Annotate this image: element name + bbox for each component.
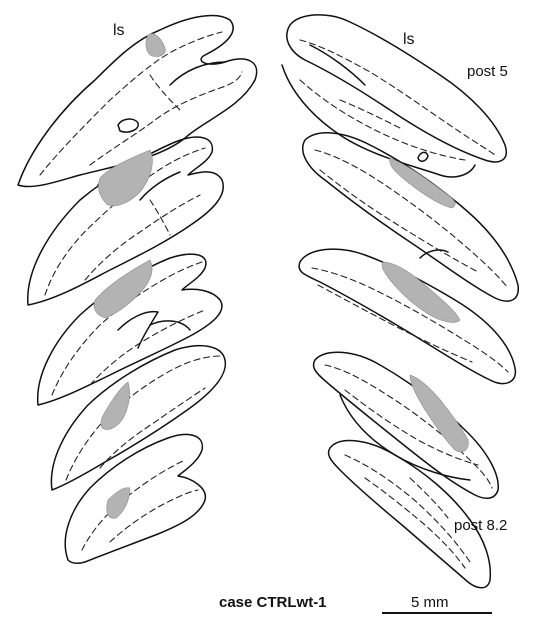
lesion-left-1 — [146, 34, 165, 57]
label-post-start: post 5 — [467, 63, 508, 80]
case-title: case CTRLwt-1 — [219, 594, 327, 611]
label-ls-right: ls — [403, 31, 415, 49]
scale-label: 5 mm — [411, 594, 449, 611]
label-ls-left: ls — [113, 22, 125, 40]
left-section-5 — [65, 434, 205, 563]
lesion-left-3 — [94, 260, 152, 318]
lesion-left-5 — [107, 488, 130, 519]
left-section-4 — [51, 346, 225, 490]
right-section-4 — [313, 352, 498, 498]
lesion-right-4 — [410, 375, 468, 452]
lesion-right-3 — [382, 262, 460, 322]
lesion-left-2 — [98, 150, 152, 206]
scale-bar — [382, 612, 492, 614]
right-section-3 — [299, 249, 515, 383]
left-section-3 — [38, 254, 222, 405]
right-section-1 — [282, 15, 506, 177]
label-post-end: post 8.2 — [454, 517, 507, 534]
lesion-right-2 — [390, 158, 456, 208]
